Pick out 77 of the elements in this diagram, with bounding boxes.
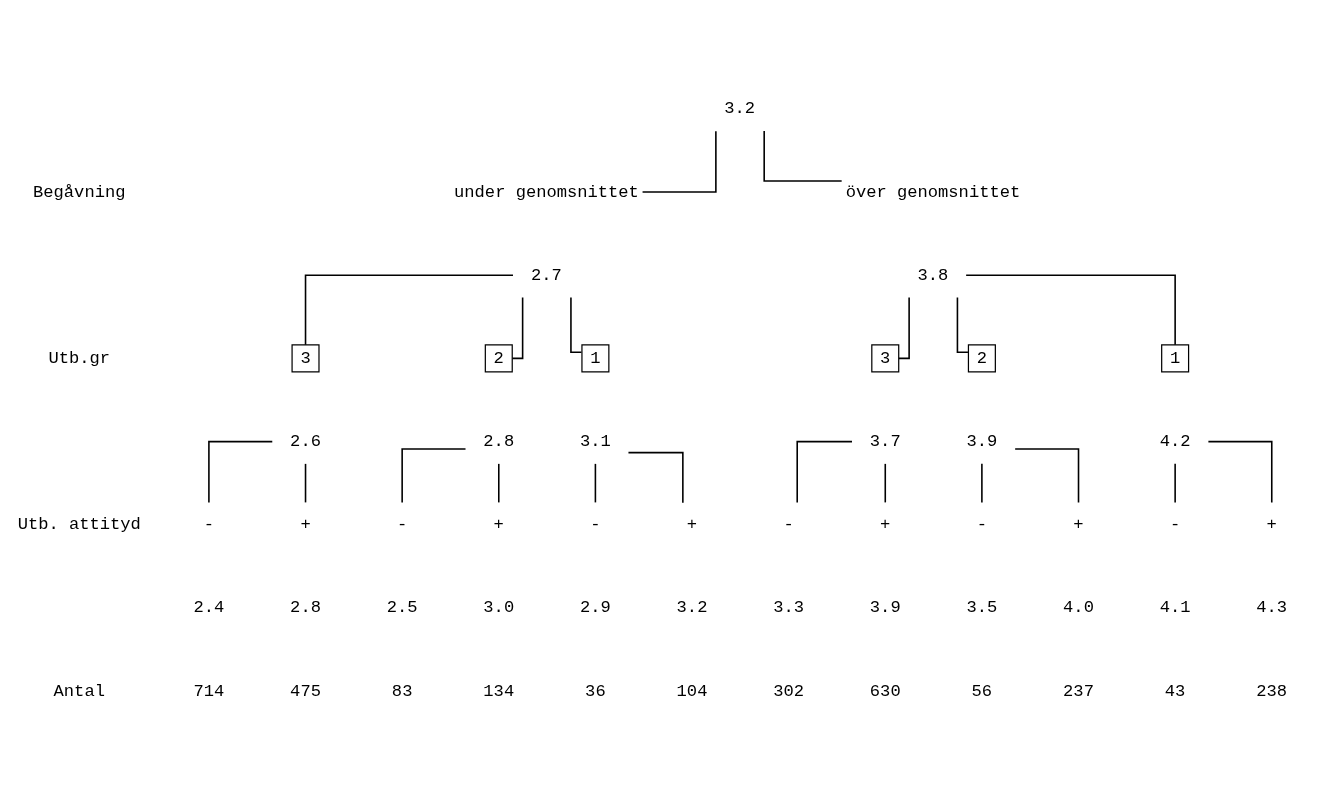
node-text: 2.7 [531,265,562,285]
connector [401,447,467,503]
label: 134 [483,681,515,701]
connector [1174,462,1176,503]
node-text: - [783,514,794,534]
node-box: 3 [291,343,320,372]
connector [304,273,514,345]
node-text: - [397,514,408,534]
node-text: 2.8 [483,431,515,451]
node-text: - [1170,514,1181,534]
label: 36 [585,681,606,701]
node-text: + [1073,514,1084,534]
label: 714 [193,681,225,701]
label: 3.0 [483,597,515,617]
label: 3.2 [676,597,708,617]
node-text: 3.2 [724,98,756,118]
label: 3.3 [773,597,805,617]
connector [304,462,307,503]
node-text: 3.8 [917,265,949,285]
connector [594,462,597,503]
label: 4.3 [1256,597,1288,617]
node-text: 3.1 [579,431,611,451]
label: 237 [1063,681,1094,701]
label: 302 [773,681,805,701]
connector [796,440,853,503]
connector [965,273,1176,345]
connector [208,440,274,503]
connector [570,296,583,353]
label: 2.9 [579,597,611,617]
node-text: - [590,514,601,534]
label: 475 [290,681,321,701]
node-text: + [1266,514,1277,534]
label: Utb.gr [48,348,111,368]
connector [641,129,717,193]
node-box: 3 [871,343,900,372]
node-text: - [976,514,988,534]
label: Begåvning [33,182,126,202]
label: 56 [971,681,993,701]
node-text: över genomsnittet [845,182,1021,202]
label: 630 [869,681,901,701]
connector [763,129,843,182]
label: 2.8 [290,597,321,617]
label: 83 [391,681,413,701]
label: 2.5 [386,597,418,617]
node-text: + [493,514,504,534]
connector [884,462,887,503]
node-text: 3.7 [869,431,901,451]
connector [627,451,684,503]
node-box: 1 [581,343,610,372]
connector [981,462,983,503]
label: 4.1 [1159,597,1191,617]
node-text: 4.2 [1159,431,1191,451]
connector [1207,440,1273,503]
connector [956,296,969,353]
node-box: 2 [484,343,513,372]
node-text: 2.6 [290,431,321,451]
connector [498,462,500,503]
connector [1014,447,1080,503]
label: 43 [1164,681,1186,701]
node-text: + [300,514,311,534]
node-text: - [203,514,215,534]
label: 4.0 [1063,597,1094,617]
connector [511,296,524,359]
label: Antal [53,681,105,701]
node-text: 3.9 [966,431,998,451]
node-text: + [686,514,698,534]
label: 238 [1256,681,1288,701]
label: 104 [676,681,708,701]
label: Utb. attityd [17,514,141,534]
node-text: + [880,514,891,534]
connector [898,296,910,359]
node-box: 1 [1161,343,1190,372]
node-text: under genomsnittet [454,182,639,202]
node-box: 2 [967,343,996,372]
label: 2.4 [193,597,225,617]
label: 3.5 [966,597,998,617]
label: 3.9 [869,597,901,617]
